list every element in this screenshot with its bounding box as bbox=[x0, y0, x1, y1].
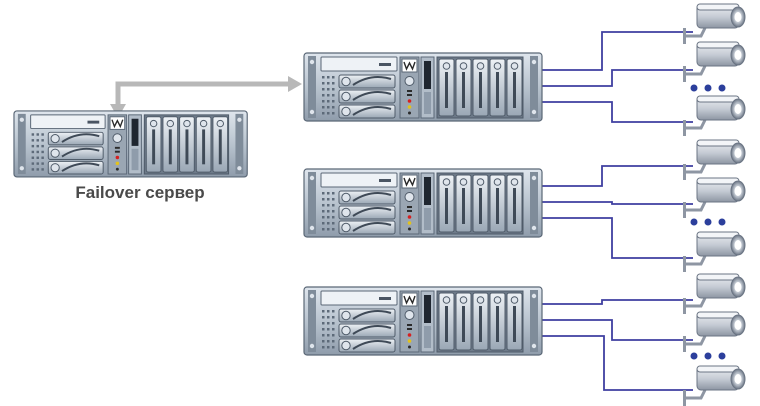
camera-cables-group-1 bbox=[542, 31, 693, 123]
camera-icon bbox=[681, 2, 747, 46]
server-icon bbox=[302, 285, 544, 357]
arrow-icon bbox=[288, 76, 302, 92]
camera-cables-group-2 bbox=[542, 165, 693, 259]
camera-icon bbox=[681, 138, 747, 182]
camera-icon bbox=[681, 40, 747, 84]
server-icon bbox=[302, 51, 544, 123]
camera-icon bbox=[681, 310, 747, 354]
camera-cables-group-3 bbox=[542, 299, 693, 391]
camera-icon bbox=[681, 94, 747, 138]
ellipsis-icon bbox=[690, 84, 726, 92]
ellipsis-icon bbox=[690, 352, 726, 360]
ellipsis-icon bbox=[690, 218, 726, 226]
server-icon bbox=[302, 167, 544, 239]
camera-icon bbox=[681, 364, 747, 406]
failover-server-label: Failover сервер bbox=[75, 183, 205, 202]
camera-icon bbox=[681, 272, 747, 316]
camera-icon bbox=[681, 176, 747, 220]
camera-icon bbox=[681, 230, 747, 274]
server-icon bbox=[12, 109, 249, 179]
